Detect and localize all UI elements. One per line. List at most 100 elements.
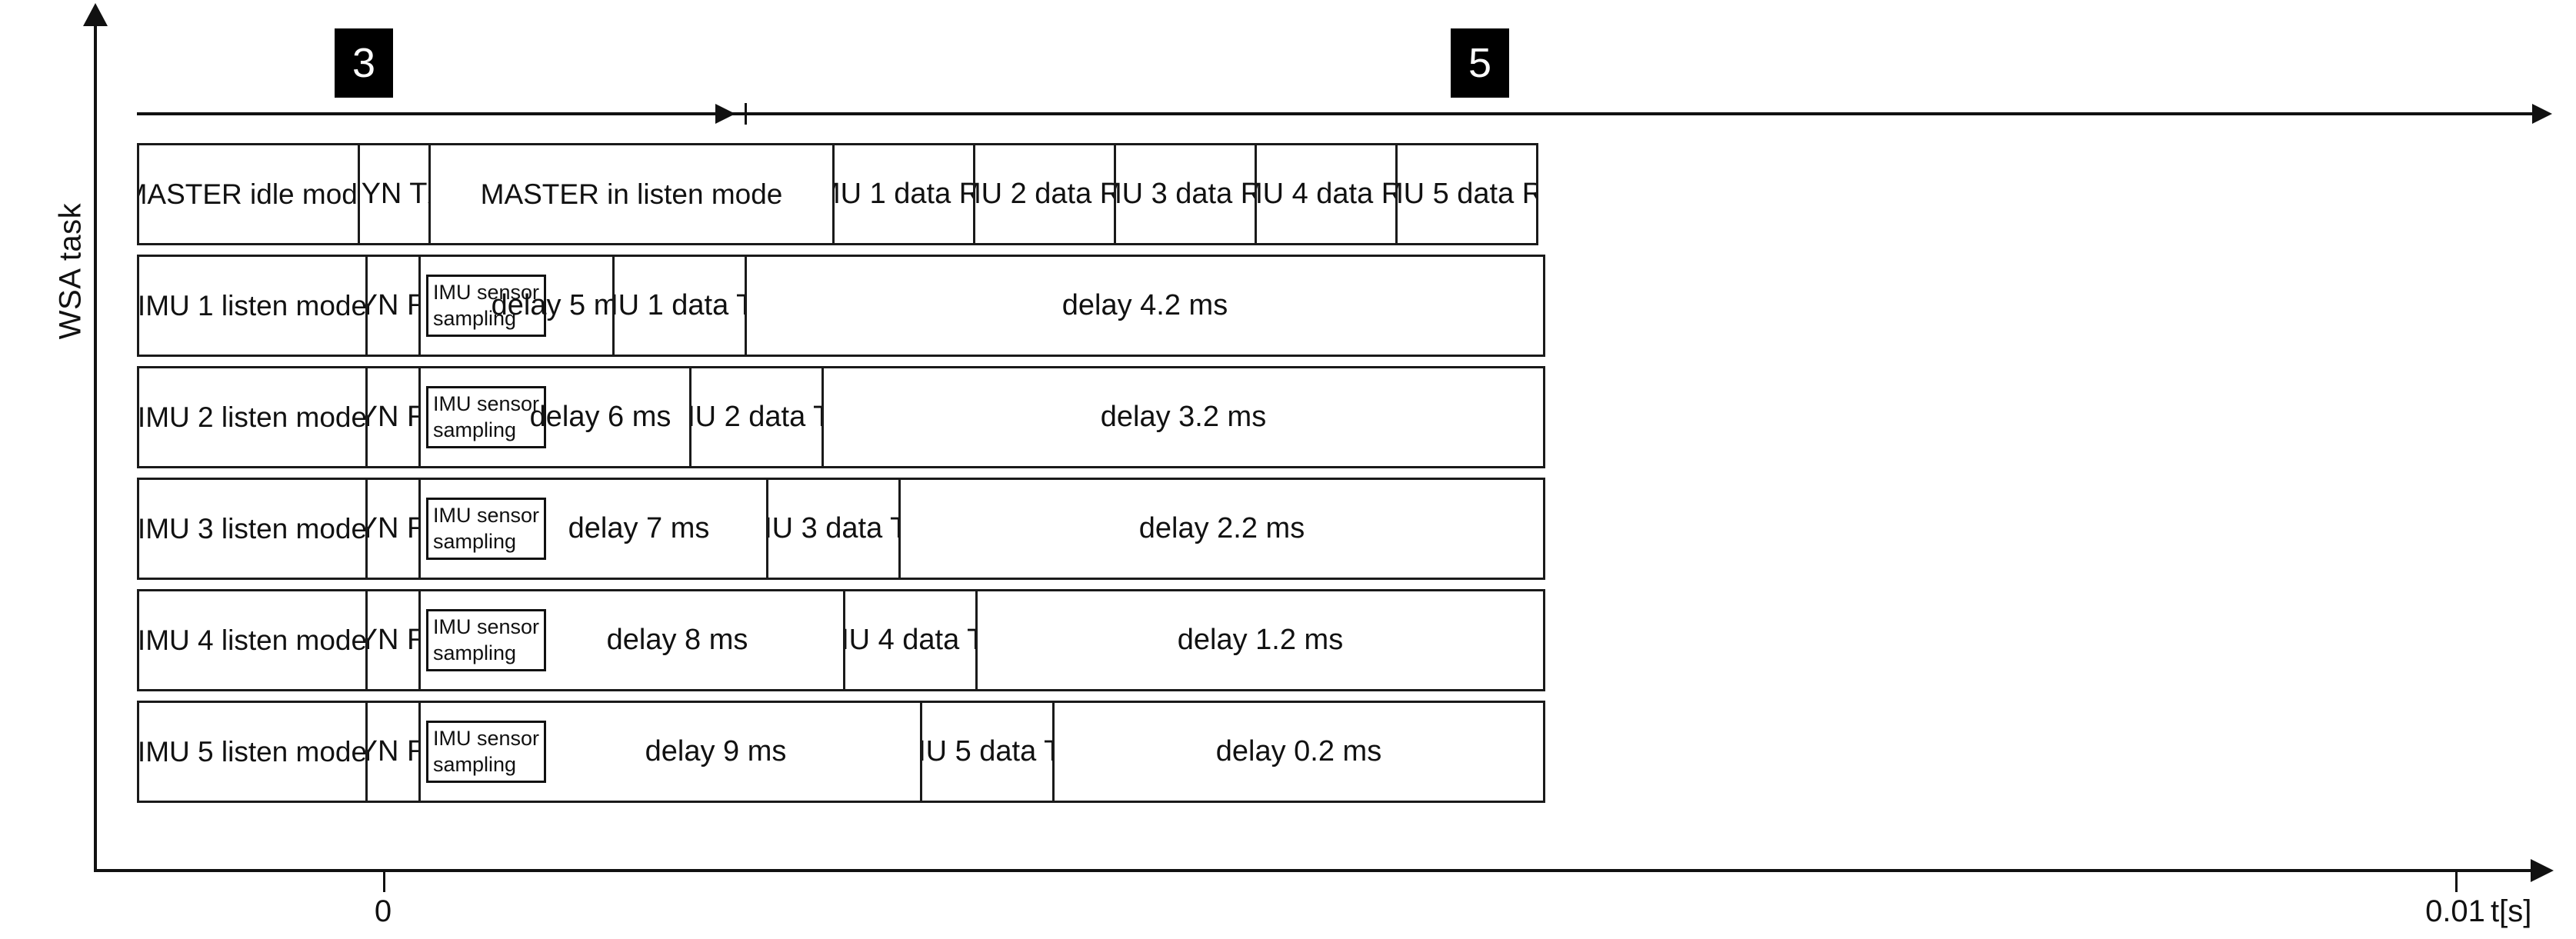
nested-label-line: sampling (433, 418, 517, 441)
timeline-row-imu-4: IMU 4 listen modeSYN RX IMU sensor samplin… (137, 589, 1545, 691)
segment-label: IMU 1 listen mode (137, 289, 368, 321)
nested-label-line: IMU sensor (433, 503, 540, 527)
nested-label-line: IMU sensor (433, 614, 540, 638)
segment-syn-rx[interactable]: SYN RX (365, 589, 421, 691)
segment-imu-3-data-rx[interactable]: IMU 3 data RX (1114, 143, 1257, 245)
segment-label: SYN RX (368, 735, 418, 768)
nested-label-line: IMU sensor (433, 280, 540, 304)
segment-imu-5-listen-mode[interactable]: IMU 5 listen mode (137, 701, 368, 803)
segment-label: SYN TX (360, 178, 428, 210)
segment-delay-1-2-ms[interactable]: delay 1.2 ms (975, 589, 1545, 691)
segment-imu-3-data-tx[interactable]: IMU 3 data TX (766, 478, 901, 580)
segment-label: IMU 1 data TX (615, 289, 745, 321)
segment-imu-4-data-rx[interactable]: IMU 4 data RX (1255, 143, 1398, 245)
segment-label: delay 9 ms (645, 735, 787, 768)
segment-master-in-listen-mode[interactable]: MASTER in listen mode (428, 143, 835, 245)
segment-label: MASTER in listen mode (480, 178, 783, 210)
y-axis-line (94, 14, 97, 871)
segment-imu-3-listen-mode[interactable]: IMU 3 listen mode (137, 478, 368, 580)
segment-imu-2-data-rx[interactable]: IMU 2 data RX (973, 143, 1116, 245)
nested-label-line: sampling (433, 641, 517, 664)
segment-imu-1-data-rx[interactable]: IMU 1 data RX (832, 143, 975, 245)
segment-label: delay 1.2 ms (1177, 624, 1344, 656)
segment-label: MASTER idle mode (139, 178, 358, 210)
segment-imu-2-data-tx[interactable]: IMU 2 data TX (689, 366, 824, 468)
step-badge-5: 5 (1451, 28, 1509, 98)
nested-label-line: IMU sensor (433, 726, 540, 750)
step-badge-3: 3 (335, 28, 393, 98)
segment-label: SYN RX (368, 401, 418, 433)
segment-label: IMU 2 data RX (975, 178, 1114, 210)
x-axis-tick-label: 0.01 (2425, 894, 2485, 928)
segment-syn-rx[interactable]: SYN RX (365, 255, 421, 357)
timeline-row-imu-1: IMU 1 listen modeSYN RXIMU sensorsamplin… (137, 255, 1545, 357)
segment-imu-4-data-tx[interactable]: IMU 4 data TX (843, 589, 978, 691)
segment-label: SYN RX (368, 624, 418, 656)
segment-delay-3-2-ms[interactable]: delay 3.2 ms (821, 366, 1545, 468)
segment-imu-4-listen-mode[interactable]: IMU 4 listen mode (137, 589, 368, 691)
task-arrow-end-head-icon (2532, 104, 2552, 124)
segment-label: delay 7 ms (568, 512, 710, 544)
x-axis-arrow-icon (2531, 859, 2554, 882)
segment-syn-rx[interactable]: SYN RX (365, 701, 421, 803)
segment-master-idle-mode[interactable]: MASTER idle mode (137, 143, 360, 245)
segment-label: IMU 4 data TX (845, 624, 975, 656)
segment-delay-4-2-ms[interactable]: delay 4.2 ms (745, 255, 1545, 357)
segment-label: IMU 2 listen mode (137, 401, 368, 433)
nested-label-line: sampling (433, 529, 517, 553)
segment-delay-8-ms[interactable]: IMU sensor sampling delay 8 ms (418, 589, 845, 691)
segment-label: delay 3.2 ms (1100, 401, 1267, 433)
timeline-row-imu-3: IMU 3 listen modeSYN RXIMU sensorsamplin… (137, 478, 1545, 580)
x-axis-tick-label: 0 (374, 894, 392, 928)
timeline-row-imu-2: IMU 2 listen modeSYN RX IMU sensor samplin… (137, 366, 1545, 468)
x-axis-unit-label: t[s] (2491, 894, 2532, 928)
x-axis-line (94, 869, 2536, 872)
segment-delay-0-2-ms[interactable]: delay 0.2 ms (1052, 701, 1545, 803)
x-axis-tick (383, 872, 385, 892)
segment-label: IMU 3 data RX (1116, 178, 1255, 210)
segment-imu-1-data-tx[interactable]: IMU 1 data TX (612, 255, 747, 357)
segment-label: SYN RX (368, 512, 418, 544)
segment-delay-2-2-ms[interactable]: delay 2.2 ms (898, 478, 1545, 580)
segment-imu-5-data-tx[interactable]: IMU 5 data TX (920, 701, 1055, 803)
segment-syn-rx[interactable]: SYN RX (365, 366, 421, 468)
segment-label: delay 2.2 ms (1138, 512, 1305, 544)
segment-label: IMU 5 data TX (922, 735, 1052, 768)
nested-label-line: sampling (433, 306, 517, 330)
segment-label: delay 0.2 ms (1215, 735, 1382, 768)
nested-label-line: sampling (433, 752, 517, 776)
segment-label: SYN RX (368, 289, 418, 321)
segment-imu-2-listen-mode[interactable]: IMU 2 listen mode (137, 366, 368, 468)
segment-label: delay 8 ms (606, 624, 748, 656)
task-arrow-mid-tick (745, 103, 747, 125)
segment-label: IMU 5 data RX (1398, 178, 1536, 210)
segment-label: IMU 4 listen mode (137, 624, 368, 656)
x-axis-tick (2455, 872, 2458, 892)
y-axis-label: WSA task (53, 202, 88, 340)
segment-syn-tx[interactable]: SYN TX (358, 143, 431, 245)
segment-label: IMU 3 listen mode (137, 512, 368, 544)
segment-label: delay 4.2 ms (1061, 289, 1228, 321)
nested-imu-sensor-sampling-box[interactable]: IMU sensor sampling (426, 608, 547, 672)
segment-syn-rx[interactable]: SYN RX (365, 478, 421, 580)
nested-label-line: IMU sensor (433, 391, 540, 415)
task-arrow-mid-head-icon (715, 104, 735, 124)
timeline-row-imu-5: IMU 5 listen modeSYN RXIMU sensorsamplin… (137, 701, 1545, 803)
segment-label: IMU 5 listen mode (137, 735, 368, 768)
nested-imu-sensor-sampling-box[interactable]: IMU sensor sampling (426, 385, 547, 449)
timeline-row-master: MASTER idle modeSYN TX MASTER in listen m… (137, 143, 1538, 245)
segment-imu-1-listen-mode[interactable]: IMU 1 listen mode (137, 255, 368, 357)
segment-label: IMU 4 data RX (1257, 178, 1395, 210)
segment-label: IMU 2 data TX (691, 401, 821, 433)
segment-label: IMU 3 data TX (768, 512, 898, 544)
task-arrow-line (137, 112, 2532, 115)
segment-imu-5-data-rx[interactable]: IMU 5 data RX (1395, 143, 1538, 245)
